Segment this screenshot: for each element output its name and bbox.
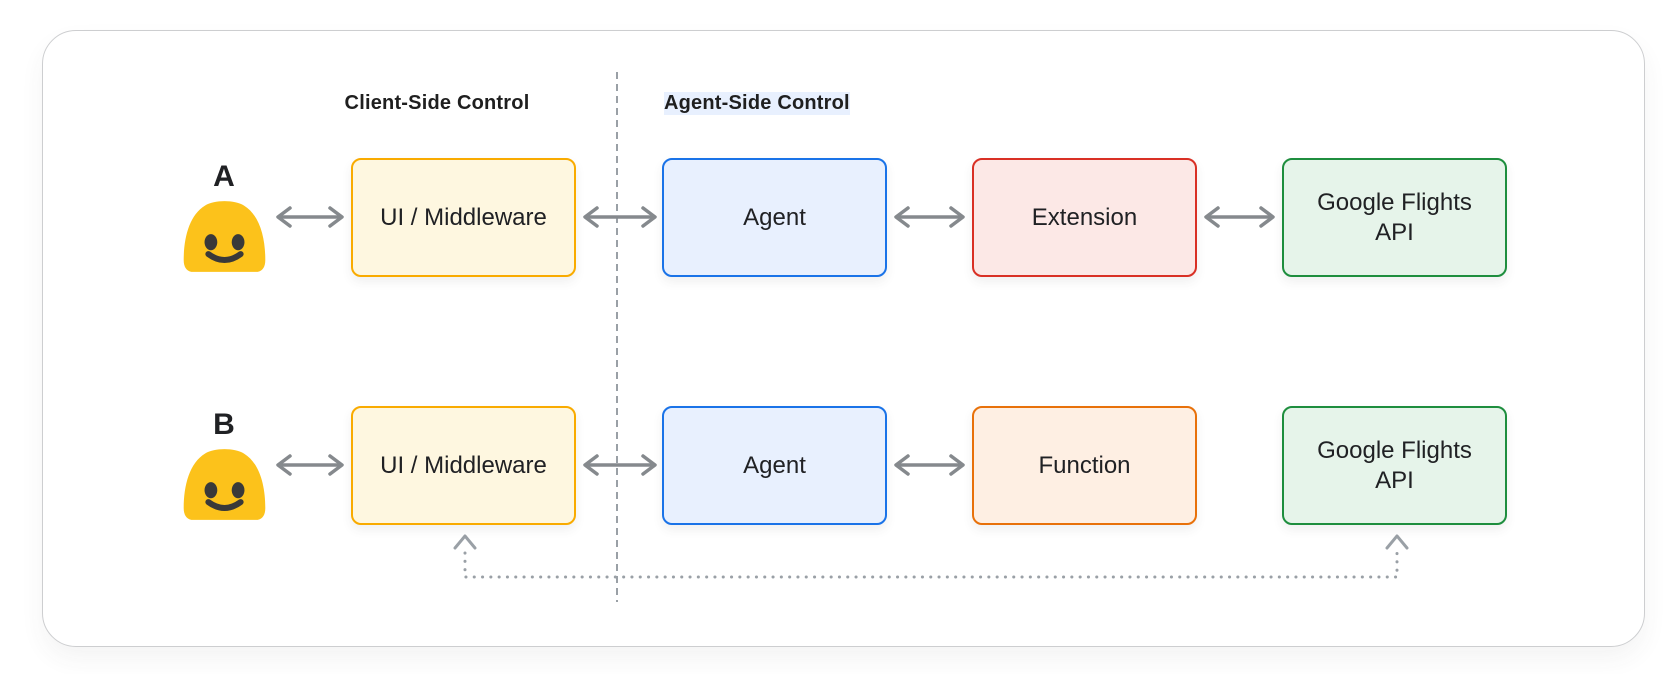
node-label: API <box>1375 466 1414 494</box>
node-extension-row-a: Extension <box>972 158 1197 277</box>
user-smiley-blob-icon <box>183 201 266 272</box>
node-function-row-b: Function <box>972 406 1197 525</box>
user-smiley-blob-icon <box>183 449 266 520</box>
node-label: Function <box>1038 451 1131 479</box>
node-google-flights-api-row-a: Google Flights API <box>1282 158 1507 277</box>
node-label: Extension <box>1031 203 1138 231</box>
node-label: UI / Middleware <box>380 451 547 479</box>
row-b-label: B <box>213 408 235 441</box>
node-agent-row-a: Agent <box>662 158 887 277</box>
node-ui-middleware-row-b: UI / Middleware <box>351 406 576 525</box>
agent-side-control-label: Agent-Side Control <box>664 92 850 115</box>
node-label: API <box>1375 218 1414 246</box>
diagram-card <box>42 30 1645 647</box>
node-label: Agent <box>743 451 806 479</box>
node-label: Google Flights <box>1317 189 1472 217</box>
node-label: Google Flights <box>1317 437 1472 465</box>
client-side-control-label: Client-Side Control <box>344 92 530 114</box>
node-ui-middleware-row-a: UI / Middleware <box>351 158 576 277</box>
node-agent-row-b: Agent <box>662 406 887 525</box>
row-a-label: A <box>213 160 235 193</box>
node-label: Agent <box>743 203 806 231</box>
node-label: UI / Middleware <box>380 203 547 231</box>
node-google-flights-api-row-b: Google Flights API <box>1282 406 1507 525</box>
